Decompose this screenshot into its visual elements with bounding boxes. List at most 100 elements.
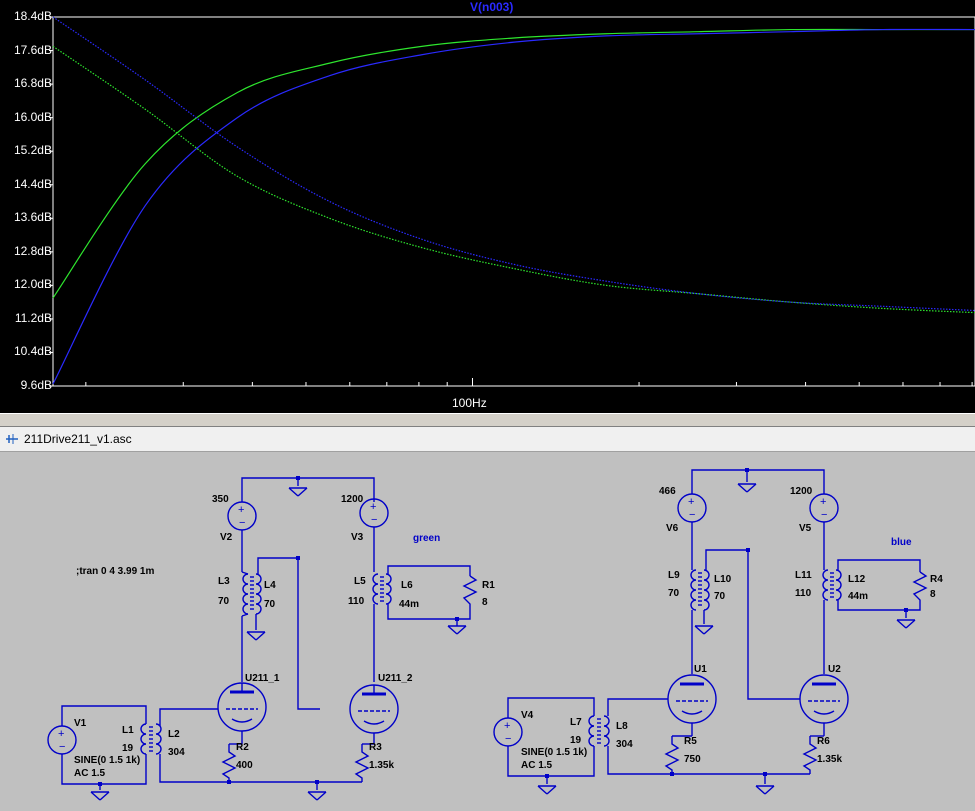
- y-tick-label: 17.6dB: [13, 42, 52, 57]
- r4-name[interactable]: R4: [930, 574, 943, 585]
- phase-trace: [52, 45, 975, 314]
- v1-ac[interactable]: AC 1.5: [74, 768, 106, 779]
- schematic-icon: [6, 434, 18, 444]
- v5-value[interactable]: 1200: [790, 486, 813, 497]
- r3-name[interactable]: R3: [369, 742, 382, 753]
- l1-value[interactable]: 19: [122, 743, 134, 754]
- v1-name[interactable]: V1: [74, 718, 87, 729]
- l5-name[interactable]: L5: [354, 576, 366, 587]
- r3-resistor: [354, 744, 370, 782]
- l9-value[interactable]: 70: [668, 588, 680, 599]
- v4-name[interactable]: V4: [521, 710, 534, 721]
- l5-value[interactable]: 110: [348, 596, 365, 607]
- l12-name[interactable]: L12: [848, 574, 866, 585]
- svg-text:−: −: [689, 509, 695, 521]
- l3-value[interactable]: 70: [218, 596, 230, 607]
- l2-name[interactable]: L2: [168, 729, 180, 740]
- r1-value[interactable]: 8: [482, 597, 488, 608]
- magnitude-trace: [52, 28, 975, 385]
- r5-value[interactable]: 750: [684, 754, 701, 765]
- l4-name[interactable]: L4: [264, 580, 276, 591]
- l5-l6-transformer: [372, 573, 392, 605]
- v6-value[interactable]: 466: [659, 486, 676, 497]
- l8-name[interactable]: L8: [616, 721, 628, 732]
- y-tick-label: 11.2dB: [14, 310, 52, 325]
- svg-text:+: +: [58, 728, 64, 740]
- window-title: 211Drive211_v1.asc: [24, 432, 132, 446]
- svg-text:+: +: [504, 720, 510, 732]
- r4-resistor: [912, 571, 928, 602]
- l12-value[interactable]: 44m: [848, 591, 869, 602]
- y-tick-label: 12.8dB: [13, 243, 52, 258]
- plot-frame: [52, 16, 975, 387]
- phase-trace: [52, 16, 975, 312]
- y-tick-label: 12.0dB: [13, 277, 52, 292]
- label-green[interactable]: green: [413, 533, 441, 544]
- svg-text:−: −: [59, 741, 65, 753]
- r6-value[interactable]: 1.35k: [817, 754, 843, 765]
- l10-name[interactable]: L10: [714, 574, 732, 585]
- r2-name[interactable]: R2: [236, 742, 249, 753]
- schematic-canvas[interactable]: +− +− +− +− +− +− ;tran 0 4 3.99 1m gree…: [2, 454, 975, 811]
- r1-name[interactable]: R1: [482, 580, 495, 591]
- l6-name[interactable]: L6: [401, 580, 413, 591]
- l3-name[interactable]: L3: [218, 576, 230, 587]
- svg-text:+: +: [688, 496, 694, 508]
- l3-l4-transformer: [242, 573, 262, 615]
- l11-value[interactable]: 110: [795, 588, 812, 599]
- v4-source-spec[interactable]: SINE(0 1.5 1k): [521, 747, 588, 758]
- r4-value[interactable]: 8: [930, 589, 936, 600]
- r3-value[interactable]: 1.35k: [369, 760, 395, 771]
- l1-name[interactable]: L1: [122, 725, 134, 736]
- x-tick-label: 100Hz: [452, 396, 487, 410]
- r5-name[interactable]: R5: [684, 736, 697, 747]
- v6-name[interactable]: V6: [666, 523, 679, 534]
- l11-l12-transformer: [822, 569, 842, 601]
- v3-name[interactable]: V3: [351, 532, 364, 543]
- v4-ac[interactable]: AC 1.5: [521, 760, 553, 771]
- l8-value[interactable]: 304: [616, 739, 633, 750]
- l7-value[interactable]: 19: [570, 735, 582, 746]
- spice-directive[interactable]: ;tran 0 4 3.99 1m: [76, 566, 155, 577]
- v2-name[interactable]: V2: [220, 532, 233, 543]
- r2-resistor: [221, 744, 237, 782]
- y-tick-label: 16.8dB: [13, 76, 52, 91]
- r6-name[interactable]: R6: [817, 736, 830, 747]
- v3-value[interactable]: 1200: [341, 494, 364, 505]
- junction-dots: [98, 468, 908, 786]
- label-blue[interactable]: blue: [891, 537, 912, 548]
- l6-value[interactable]: 44m: [399, 599, 420, 610]
- l4-value[interactable]: 70: [264, 599, 276, 610]
- l9-name[interactable]: L9: [668, 570, 680, 581]
- u1-name[interactable]: U1: [694, 664, 707, 675]
- r6-resistor: [802, 736, 818, 774]
- plot-canvas[interactable]: [0, 0, 975, 413]
- svg-text:+: +: [238, 504, 244, 516]
- svg-text:−: −: [505, 733, 511, 745]
- v2-value[interactable]: 350: [212, 494, 229, 505]
- u2-name[interactable]: U2: [828, 664, 841, 675]
- u1-tube: [667, 674, 717, 724]
- y-tick-label: 18.4dB: [13, 9, 52, 23]
- pane-splitter[interactable]: [0, 413, 975, 427]
- schematic-titlebar[interactable]: 211Drive211_v1.asc: [0, 427, 975, 452]
- u2-tube: [799, 674, 849, 724]
- v1-source-spec[interactable]: SINE(0 1.5 1k): [74, 755, 141, 766]
- trace-name[interactable]: V(n003): [470, 0, 514, 14]
- svg-text:−: −: [239, 517, 245, 529]
- r1-resistor: [462, 575, 478, 609]
- l1-l2-transformer: [140, 723, 162, 755]
- svg-text:−: −: [371, 514, 377, 526]
- magnitude-trace: [52, 28, 975, 299]
- l10-value[interactable]: 70: [714, 591, 726, 602]
- l11-name[interactable]: L11: [795, 570, 812, 581]
- u211-2-name[interactable]: U211_2: [378, 673, 413, 684]
- r2-value[interactable]: 400: [236, 760, 253, 771]
- l7-name[interactable]: L7: [570, 717, 582, 728]
- v4-source: [493, 717, 523, 747]
- u211-1-name[interactable]: U211_1: [245, 673, 280, 684]
- l2-value[interactable]: 304: [168, 747, 185, 758]
- v5-name[interactable]: V5: [799, 523, 812, 534]
- source-polarity-marks: +− +− +− +− +− +−: [58, 496, 827, 753]
